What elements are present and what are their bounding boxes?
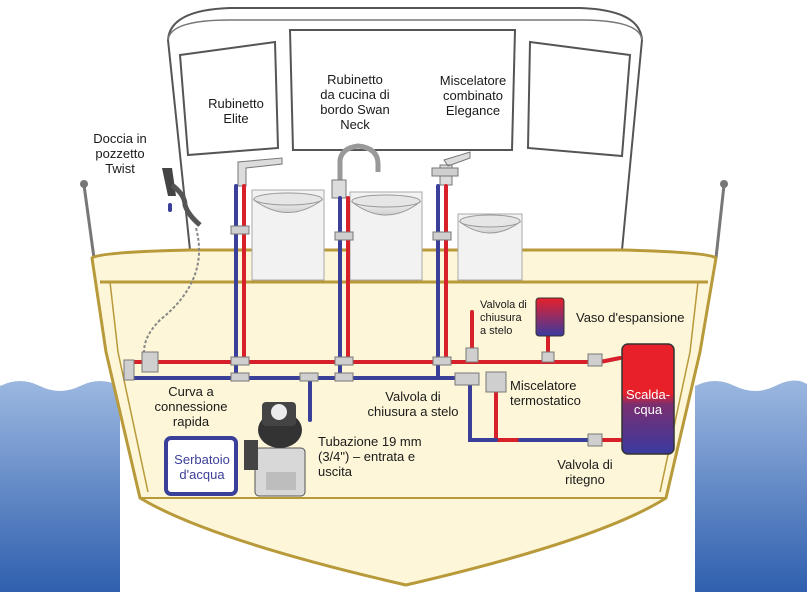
faucet-elegance xyxy=(439,151,471,186)
label-elegance: Miscelatore combinato Elegance xyxy=(439,73,507,118)
window-right xyxy=(526,40,632,158)
expansion-vessel xyxy=(535,297,565,337)
label-scaldacqua: Scalda- cqua xyxy=(625,387,671,417)
faucet-swan-neck xyxy=(337,143,381,196)
window-center xyxy=(288,29,517,151)
water-left xyxy=(0,380,120,592)
label-tubazione: Tubazione 19 mm (3/4") – entrata e uscit… xyxy=(318,434,422,479)
label-doccia-twist: Doccia in pozzetto Twist xyxy=(93,131,147,176)
shower-twist xyxy=(162,168,176,196)
pipe-fittings xyxy=(123,225,603,447)
label-valvola-ritegno: Valvola di ritegno xyxy=(557,457,613,487)
label-serbatoio: Serbatoio d'acqua xyxy=(174,452,230,482)
shower-hose xyxy=(143,227,200,361)
water-pump xyxy=(244,402,306,497)
label-miscelatore-termo: Miscelatore termostatico xyxy=(510,378,581,408)
label-valvola-chiusura-top: Valvola di chiusura a stelo xyxy=(480,299,527,337)
label-vaso-espansione: Vaso d'espansione xyxy=(576,310,685,325)
label-swan-neck: Rubinetto da cucina di bordo Swan Neck xyxy=(320,72,390,132)
label-valvola-chiusura-mid: Valvola di chiusura a stelo xyxy=(367,389,459,419)
water-heater xyxy=(621,343,675,455)
water-tank xyxy=(164,436,238,496)
water-right xyxy=(695,379,807,592)
label-curva-rapida: Curva a connessione rapida xyxy=(154,384,228,429)
label-rubinetto-elite: Rubinetto Elite xyxy=(208,96,264,126)
window-left xyxy=(178,40,280,157)
